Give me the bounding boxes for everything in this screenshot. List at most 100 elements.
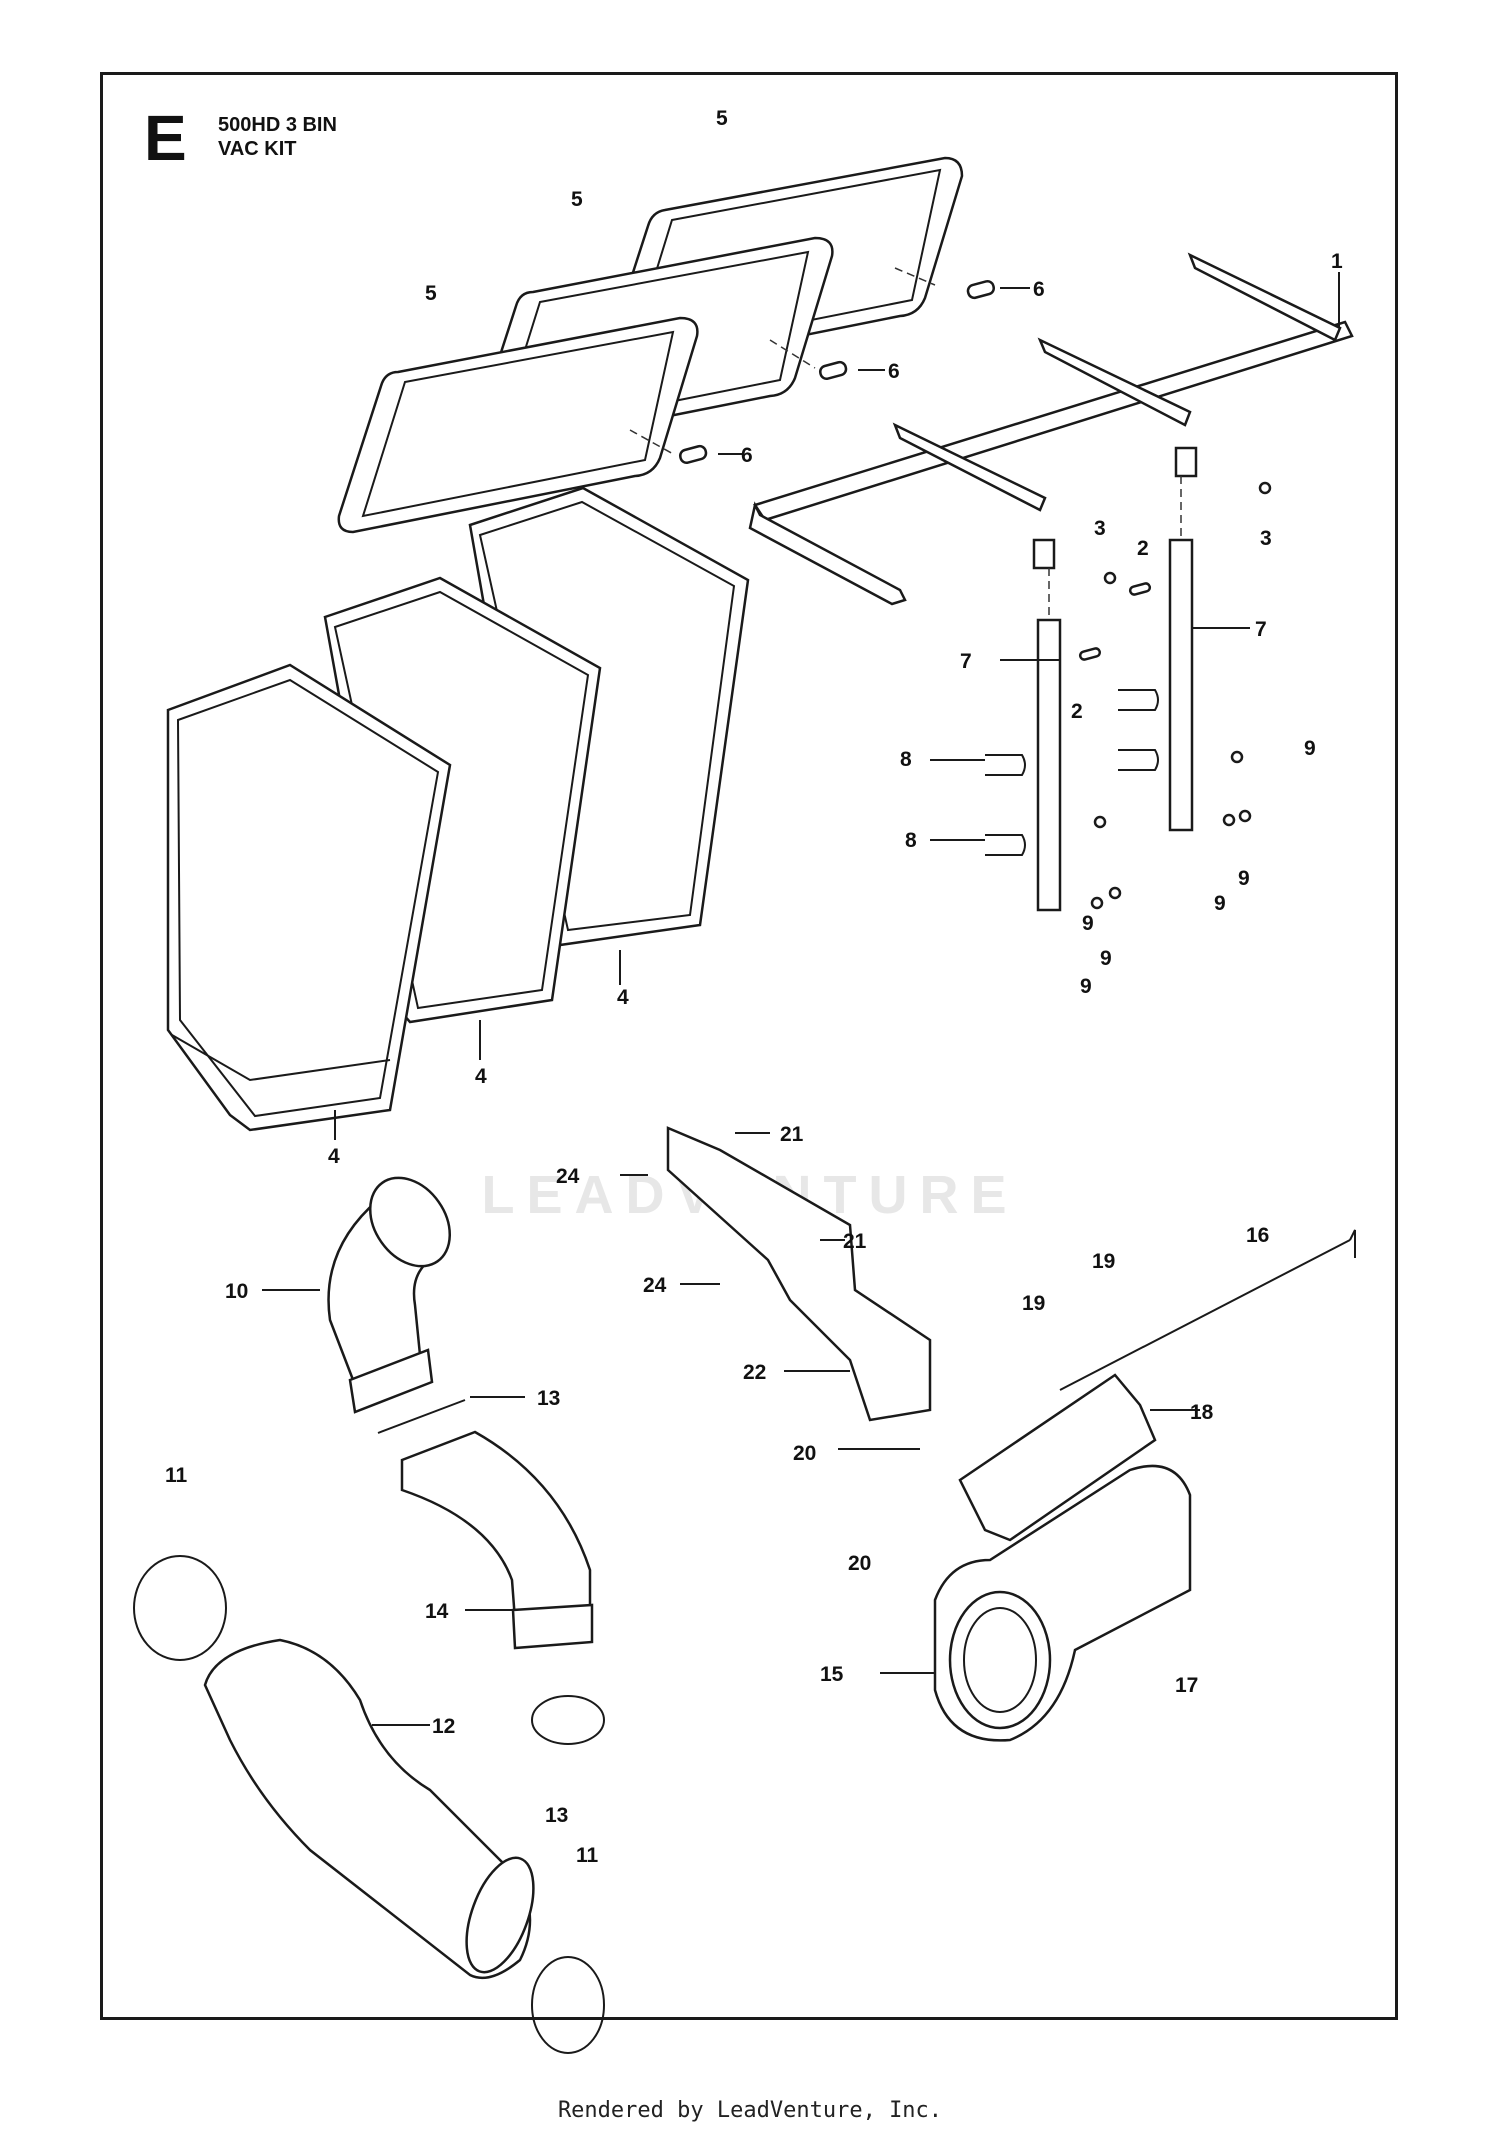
callout-12: 12 [432, 1715, 455, 1738]
callout-24-top: 24 [556, 1165, 580, 1188]
lid-pins [629, 267, 996, 465]
bracket-18 [958, 1373, 1157, 1542]
clip-3a [1103, 571, 1117, 585]
pin-6a [966, 279, 996, 300]
post-7a [1036, 618, 1062, 912]
blower-housing [933, 1464, 1192, 1742]
section-letter: E [144, 102, 187, 174]
leader-lines [262, 272, 1340, 1726]
rail-4 [1187, 252, 1342, 342]
callout-2-top: 2 [1137, 537, 1149, 560]
elbow-tube [327, 1176, 451, 1414]
clamp-13a [531, 1695, 605, 1745]
hose-14 [400, 1430, 592, 1622]
callout-3-left: 3 [1094, 517, 1106, 540]
callout-9-d: 9 [1100, 947, 1112, 970]
callout-7-right: 7 [1255, 618, 1267, 641]
lid-1 [337, 316, 699, 534]
mounting-frame [748, 252, 1354, 606]
bin-1 [166, 663, 452, 1132]
callout-11-b: 11 [576, 1844, 599, 1867]
callout-5-b: 5 [571, 188, 583, 211]
diagram-title: 500HD 3 BIN VAC KIT [218, 113, 337, 161]
bracket [958, 1373, 1157, 1542]
callout-9-c: 9 [1214, 892, 1226, 915]
callout-21-top: 21 [780, 1123, 804, 1146]
callout-9-f: 9 [1082, 912, 1094, 935]
hoses [203, 1430, 594, 1980]
nut-9c [1230, 750, 1244, 764]
ubolt-8c [1118, 689, 1159, 711]
callout-19-left: 19 [1022, 1292, 1045, 1315]
pin-6b [818, 360, 848, 381]
callout-13-a: 13 [537, 1387, 560, 1410]
nut-9d [1222, 813, 1236, 827]
callout-10: 10 [225, 1280, 248, 1303]
nut-9e [1238, 809, 1252, 823]
callout-16: 16 [1246, 1224, 1269, 1247]
nut-9f [1090, 896, 1104, 910]
callout-7-left: 7 [960, 650, 972, 673]
bracket-a [1032, 538, 1056, 570]
rail-3 [1037, 337, 1192, 427]
bracket-b [1174, 446, 1198, 478]
callout-21-bottom: 21 [843, 1230, 867, 1253]
callout-24-bottom: 24 [643, 1274, 667, 1297]
bins [166, 486, 750, 1132]
callout-4-a: 4 [617, 986, 629, 1009]
clamp-13b [377, 1399, 466, 1434]
callout-13-b: 13 [545, 1804, 568, 1827]
title-line-1: 500HD 3 BIN [218, 114, 337, 136]
callout-6-b: 6 [888, 360, 900, 383]
callout-11-a: 11 [165, 1464, 188, 1487]
callout-9-a: 9 [1304, 737, 1316, 760]
bin-lids [337, 156, 964, 534]
callout-1: 1 [1331, 250, 1343, 273]
ubolt-8b [985, 834, 1026, 856]
title-line-2: VAC KIT [218, 138, 297, 160]
clip-3b [1258, 481, 1272, 495]
callout-numbers: 1 2 2 3 3 4 4 4 5 5 5 6 6 6 7 7 8 8 9 9 … [165, 107, 1343, 1867]
diagram-frame [100, 72, 1398, 2020]
callout-17: 17 [1175, 1674, 1198, 1697]
rail-1 [748, 501, 907, 606]
callout-20-top: 20 [793, 1442, 816, 1465]
callout-3-right: 3 [1260, 527, 1272, 550]
support-posts [1036, 476, 1194, 912]
callout-8-b: 8 [905, 829, 917, 852]
callout-5-a: 5 [716, 107, 728, 130]
nut-9b [1108, 886, 1122, 900]
nut-9a [1093, 815, 1107, 829]
callout-14: 14 [425, 1600, 449, 1623]
deflector-22 [666, 1126, 932, 1422]
rod-16 [1059, 1239, 1351, 1391]
callout-9-e: 9 [1080, 975, 1092, 998]
callout-19-right: 19 [1092, 1250, 1115, 1273]
clamp-11b [531, 1956, 605, 2054]
clamp-11a [133, 1555, 227, 1661]
callout-6-c: 6 [741, 444, 753, 467]
footer-credit: Rendered by LeadVenture, Inc. [557, 2098, 943, 2123]
clamps [133, 1399, 605, 2054]
callout-15: 15 [820, 1663, 844, 1686]
callout-22: 22 [743, 1361, 766, 1384]
callout-18: 18 [1190, 1401, 1214, 1424]
callout-9-b: 9 [1238, 867, 1250, 890]
pin-6c [678, 444, 708, 465]
hardware [985, 481, 1272, 910]
ubolt-8a [985, 754, 1026, 776]
rail-2 [892, 422, 1047, 512]
pin-2b [1128, 582, 1152, 596]
callout-4-b: 4 [475, 1065, 487, 1088]
hose-12 [203, 1638, 532, 1980]
callout-4-c: 4 [328, 1145, 340, 1168]
callout-5-c: 5 [425, 282, 437, 305]
deflector [666, 1126, 932, 1422]
ubolt-8d [1118, 749, 1159, 771]
post-7b [1168, 538, 1194, 832]
pin-2a [1078, 647, 1102, 661]
callout-6-a: 6 [1033, 278, 1045, 301]
callout-8-a: 8 [900, 748, 912, 771]
callout-20-bottom: 20 [848, 1552, 871, 1575]
